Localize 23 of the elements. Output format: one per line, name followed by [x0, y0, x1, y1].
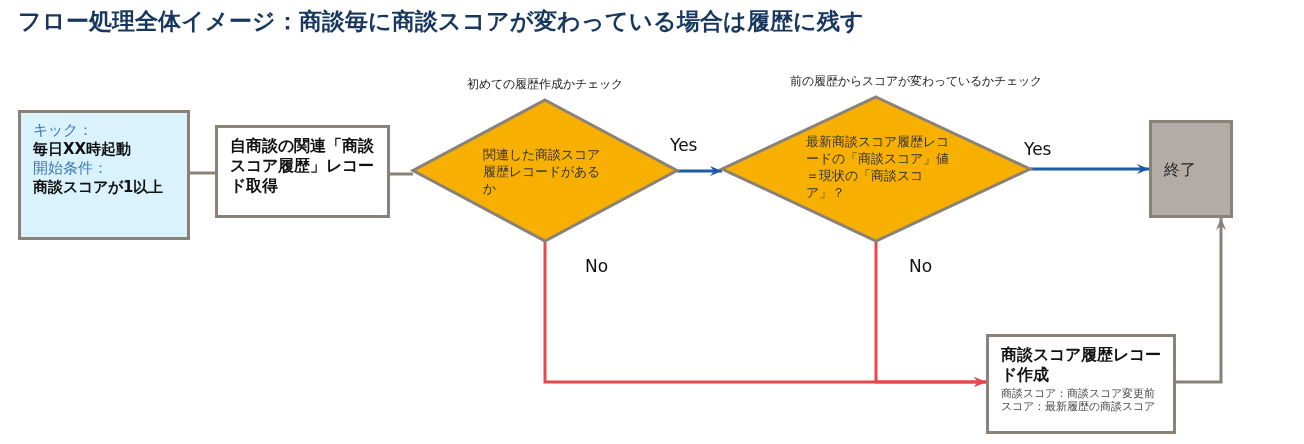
connector [190, 171, 215, 175]
box-label: 終了 [1164, 159, 1196, 179]
check-caption: 前の履歴からスコアが変わっているかチェック [789, 73, 1043, 90]
box-note: 商談スコア：商談スコア変更前スコア：最新履歴の商談スコア [1001, 387, 1156, 413]
connector [1176, 218, 1226, 384]
field-value: 毎日XX時起動 [33, 140, 133, 159]
decision-text: 関連した商談スコア履歴レコードがあるか [483, 146, 601, 197]
start-box [18, 110, 190, 240]
title: フロー処理全体イメージ：商談毎に商談スコアが変わっている場合は履歴に残す [18, 7, 864, 36]
check-caption: 初めての履歴作成かチェック [466, 76, 624, 93]
box-label: 自商談の関連「商談スコア履歴」レコード取得 [230, 136, 375, 196]
connector [677, 166, 722, 176]
process-box [986, 334, 1176, 434]
process-box [215, 125, 390, 218]
field-value: 商談スコアが1以上 [33, 178, 165, 197]
field-label: 開始条件： [33, 159, 109, 178]
decision-text: 最新商談スコア履歴レコードの「商談スコア」値＝現状の「商談スコア」？ [806, 133, 950, 201]
connector [1030, 164, 1149, 174]
end-box [1149, 120, 1233, 218]
field-label: キック： [33, 121, 94, 140]
box-label: 商談スコア履歴レコード作成 [1001, 345, 1161, 385]
connector [874, 241, 986, 387]
connector [390, 172, 413, 176]
